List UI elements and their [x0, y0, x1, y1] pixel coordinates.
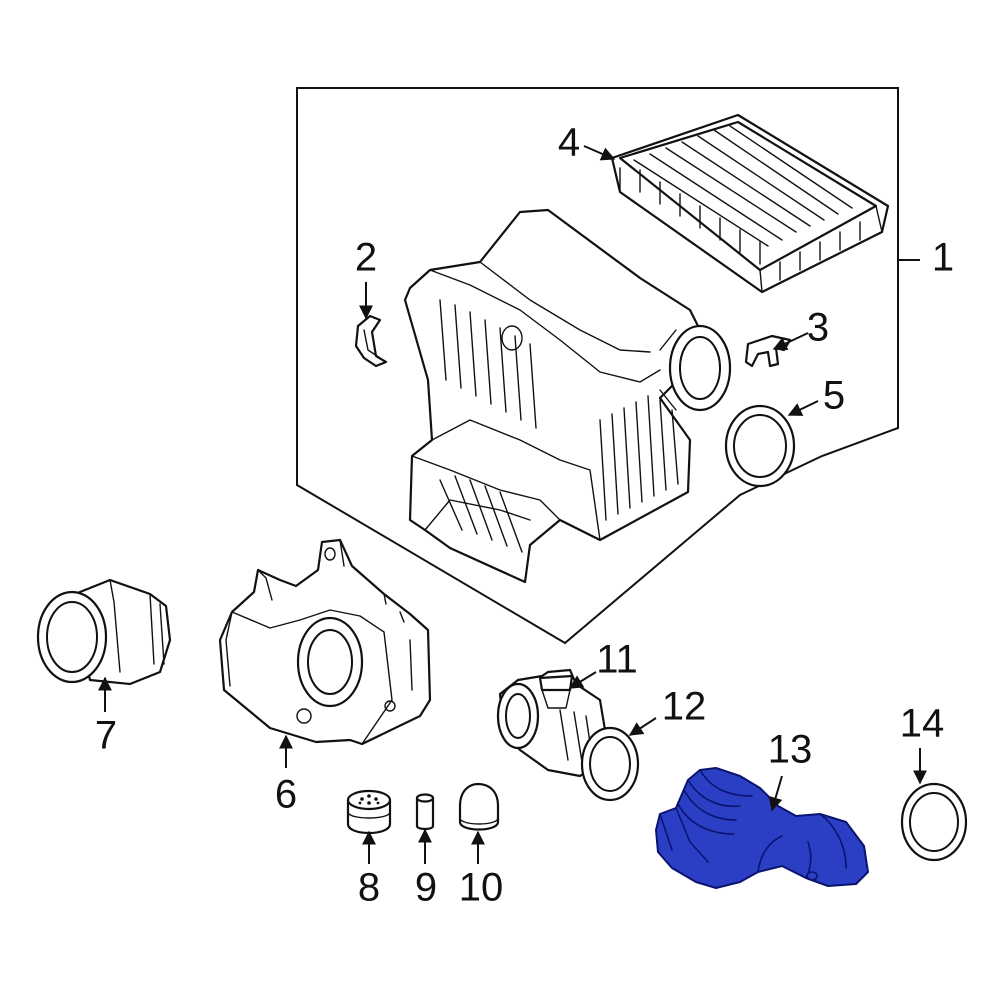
callout-8: 8 [358, 866, 380, 910]
callout-9: 9 [415, 866, 437, 910]
grommet-part-8[interactable] [346, 789, 392, 834]
callout-2: 2 [355, 236, 377, 280]
seal-ring-part-12[interactable] [580, 726, 640, 802]
maf-sensor-part-11[interactable] [496, 668, 608, 778]
callout-14: 14 [900, 702, 945, 746]
air-cleaner-housing-part-1[interactable] [403, 208, 732, 584]
callout-13: 13 [768, 728, 813, 772]
cap-part-10[interactable] [458, 782, 500, 831]
seal-ring-part-14[interactable] [900, 782, 968, 862]
callout-10: 10 [459, 866, 504, 910]
callout-3: 3 [807, 306, 829, 350]
air-filter-part-4[interactable] [610, 113, 890, 294]
seal-ring-part-5[interactable] [724, 404, 796, 488]
callout-6: 6 [275, 773, 297, 817]
clamp-part-3[interactable] [744, 334, 792, 368]
callout-4: 4 [558, 121, 580, 165]
lower-housing-part-6[interactable] [218, 538, 432, 746]
callout-1: 1 [932, 236, 954, 280]
air-duct-part-13-highlighted[interactable] [655, 767, 869, 889]
callout-5: 5 [823, 374, 845, 418]
callout-7: 7 [95, 714, 117, 758]
callout-11: 11 [596, 638, 638, 682]
clip-part-2[interactable] [354, 314, 388, 368]
callout-labels: 1 2 3 4 5 6 7 8 9 10 11 12 13 14 [95, 121, 954, 910]
callout-12: 12 [662, 685, 707, 729]
leader-lines [98, 145, 927, 864]
assembly-group-outline [296, 87, 920, 645]
pin-part-9[interactable] [415, 793, 435, 831]
intake-sleeve-part-7[interactable] [36, 578, 172, 686]
